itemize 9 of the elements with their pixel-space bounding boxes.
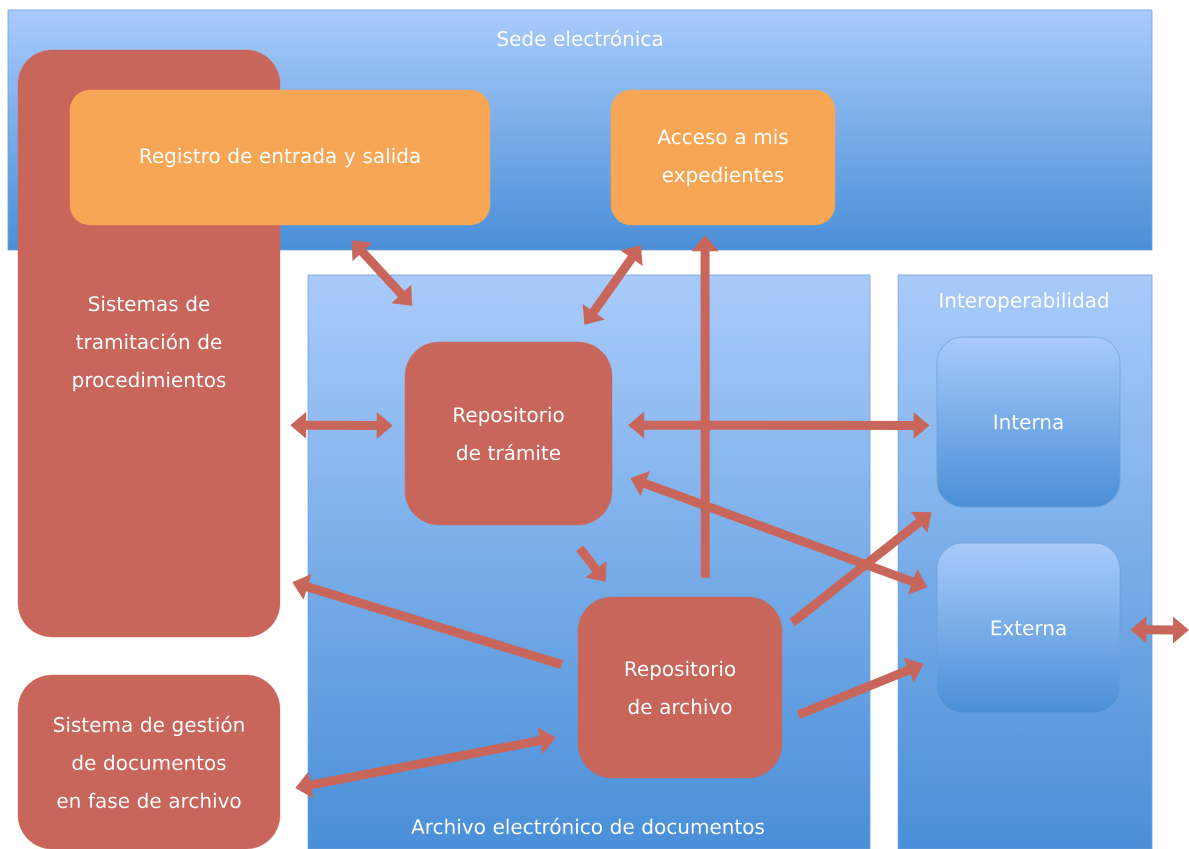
interoperability-box: Interna: [936, 336, 1121, 508]
repository-box: Repositorio de trámite: [404, 341, 613, 526]
service-box: Acceso a mis expedientes: [610, 89, 836, 226]
repository-box: Repositorio de archivo: [577, 596, 783, 779]
system-box: Sistema de gestión de documentos en fase de archivo: [17, 674, 281, 849]
service-box: Registro de entrada y salida: [69, 89, 491, 226]
arrow: [789, 511, 932, 627]
interoperability-box: Externa: [936, 542, 1121, 714]
arrow: [576, 545, 607, 582]
